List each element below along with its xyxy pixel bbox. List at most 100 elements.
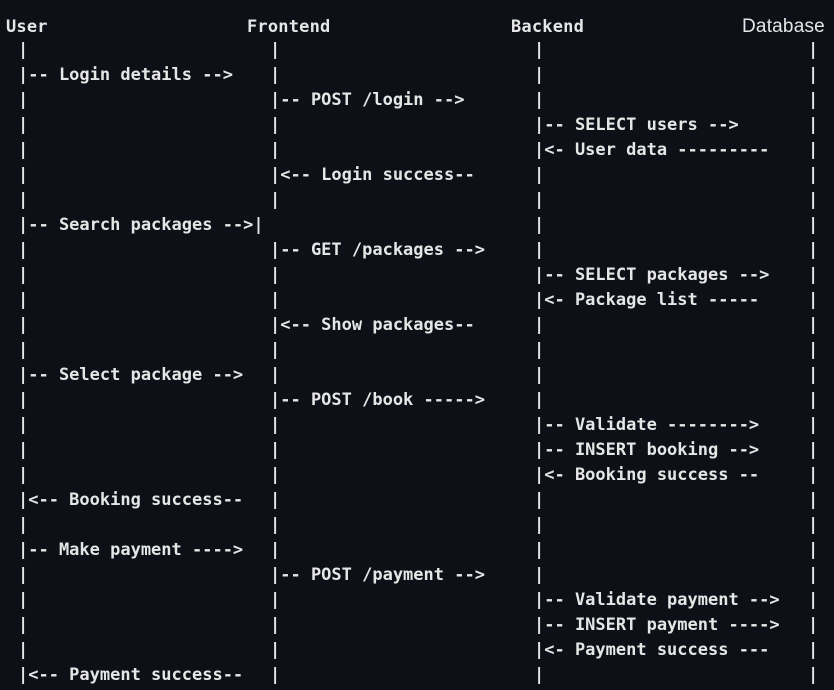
lane-user-text: | — [18, 340, 29, 360]
lane-backend-text: | — [534, 40, 545, 60]
lane-user-text: |-- Make payment ----> — [18, 540, 244, 560]
diagram-row: |||| — [0, 513, 834, 538]
lane-user-text: | — [18, 390, 29, 410]
diagram-rows: |||||-- Login details -->|||||-- POST /l… — [0, 38, 834, 688]
lane-user-text: | — [18, 515, 29, 535]
lane-user-text: |-- Search packages -->| — [18, 215, 264, 235]
diagram-row: |-- Login details -->||| — [0, 63, 834, 88]
lane-user-text: | — [18, 115, 29, 135]
lane-backend-text: |<- Package list ----- — [534, 290, 760, 310]
diagram-row: |-- Make payment ---->||| — [0, 538, 834, 563]
lane-user-text: |<-- Payment success-- — [18, 665, 244, 685]
lane-database-text: | — [808, 640, 819, 660]
lane-backend-text: |-- SELECT users --> — [534, 115, 739, 135]
lane-frontend-text: |-- GET /packages --> — [270, 240, 485, 260]
lane-frontend-text: | — [270, 615, 281, 635]
lane-backend-text: |<- Booking success -- — [534, 465, 760, 485]
diagram-row: | | |<- Package list ----- | — [0, 288, 834, 313]
lane-database-text: | — [808, 590, 819, 610]
lane-backend-text: |-- INSERT payment ----> — [534, 615, 780, 635]
lane-backend-text: | — [534, 190, 545, 210]
lane-backend-text: |-- Validate --------> — [534, 415, 760, 435]
lane-backend-text: |-- INSERT booking --> — [534, 440, 760, 460]
lane-frontend-text: | — [270, 40, 281, 60]
lane-frontend-text: |-- POST /book -----> — [270, 390, 485, 410]
lane-backend-text: | — [534, 240, 545, 260]
lane-frontend-text: | — [270, 590, 281, 610]
lane-database-text: | — [808, 565, 819, 585]
header-database: Database — [742, 16, 825, 37]
header-frontend: Frontend — [247, 17, 331, 37]
lane-backend-text: | — [534, 340, 545, 360]
lane-database-text: | — [808, 265, 819, 285]
lane-database-text: | — [808, 615, 819, 635]
lane-user-text: | — [18, 165, 29, 185]
lane-database-text: | — [808, 390, 819, 410]
lane-database-text: | — [808, 65, 819, 85]
lane-backend-text: |<- Payment success --- — [534, 640, 770, 660]
lane-user-text: | — [18, 265, 29, 285]
header-backend: Backend — [511, 17, 585, 37]
lane-user-text: | — [18, 240, 29, 260]
diagram-row: |||| — [0, 338, 834, 363]
lane-database-text: | — [808, 515, 819, 535]
lane-database-text: | — [808, 665, 819, 685]
lane-frontend-text: |<-- Login success-- — [270, 165, 475, 185]
lane-backend-text: |-- Validate payment --> — [534, 590, 780, 610]
lane-user-text: | — [18, 415, 29, 435]
lane-backend-text: | — [534, 390, 545, 410]
diagram-row: | | | | — [0, 188, 834, 213]
lane-user-text: | — [18, 40, 29, 60]
lane-frontend-text: | — [270, 540, 281, 560]
lane-frontend-text: | — [270, 190, 281, 210]
diagram-row: |-- Search packages -->||| — [0, 213, 834, 238]
lane-frontend-text: | — [270, 490, 281, 510]
diagram-row: |||<- Booking success --| — [0, 463, 834, 488]
lane-database-text: | — [808, 90, 819, 110]
lane-frontend-text: | — [270, 140, 281, 160]
lane-frontend-text: | — [270, 515, 281, 535]
diagram-row: |||<- User data ---------| — [0, 138, 834, 163]
lane-database-text: | — [808, 115, 819, 135]
lane-database-text: | — [808, 240, 819, 260]
lane-database-text: | — [808, 165, 819, 185]
lane-database-text: | — [808, 140, 819, 160]
lane-user-text: |-- Login details --> — [18, 65, 233, 85]
lane-database-text: | — [808, 465, 819, 485]
diagram-row: | |-- GET /packages --> | | — [0, 238, 834, 263]
lane-database-text: | — [808, 190, 819, 210]
lane-user-text: | — [18, 290, 29, 310]
lane-backend-text: | — [534, 540, 545, 560]
lane-frontend-text: | — [270, 340, 281, 360]
diagram-row: | | |<- Payment success --- | — [0, 638, 834, 663]
lane-database-text: | — [808, 490, 819, 510]
lane-frontend-text: | — [270, 115, 281, 135]
lane-frontend-text: | — [270, 290, 281, 310]
diagram-row: | |-- POST /book -----> | | — [0, 388, 834, 413]
diagram-row: |-- Select package -->||| — [0, 363, 834, 388]
lane-frontend-text: |-- POST /payment --> — [270, 565, 485, 585]
lane-backend-text: | — [534, 565, 545, 585]
diagram-row: |||-- SELECT packages -->| — [0, 263, 834, 288]
diagram-row: ||-- POST /payment -->|| — [0, 563, 834, 588]
diagram-row: ||<-- Show packages--|| — [0, 313, 834, 338]
diagram-row: |<-- Booking success-- | | | — [0, 488, 834, 513]
lane-backend-text: | — [534, 215, 545, 235]
lane-frontend-text: | — [270, 65, 281, 85]
lane-user-text: |-- Select package --> — [18, 365, 244, 385]
lane-user-text: | — [18, 190, 29, 210]
lane-user-text: |<-- Booking success-- — [18, 490, 244, 510]
lane-backend-text: | — [534, 665, 545, 685]
lane-backend-text: | — [534, 365, 545, 385]
lane-user-text: | — [18, 640, 29, 660]
lane-frontend-text: | — [270, 365, 281, 385]
lane-frontend-text: | — [270, 265, 281, 285]
lane-database-text: | — [808, 290, 819, 310]
lane-user-text: | — [18, 440, 29, 460]
lane-user-text: | — [18, 90, 29, 110]
lane-frontend-text: |<-- Show packages-- — [270, 315, 475, 335]
lane-backend-text: | — [534, 490, 545, 510]
lane-frontend-text: | — [270, 640, 281, 660]
lane-user-text: | — [18, 140, 29, 160]
